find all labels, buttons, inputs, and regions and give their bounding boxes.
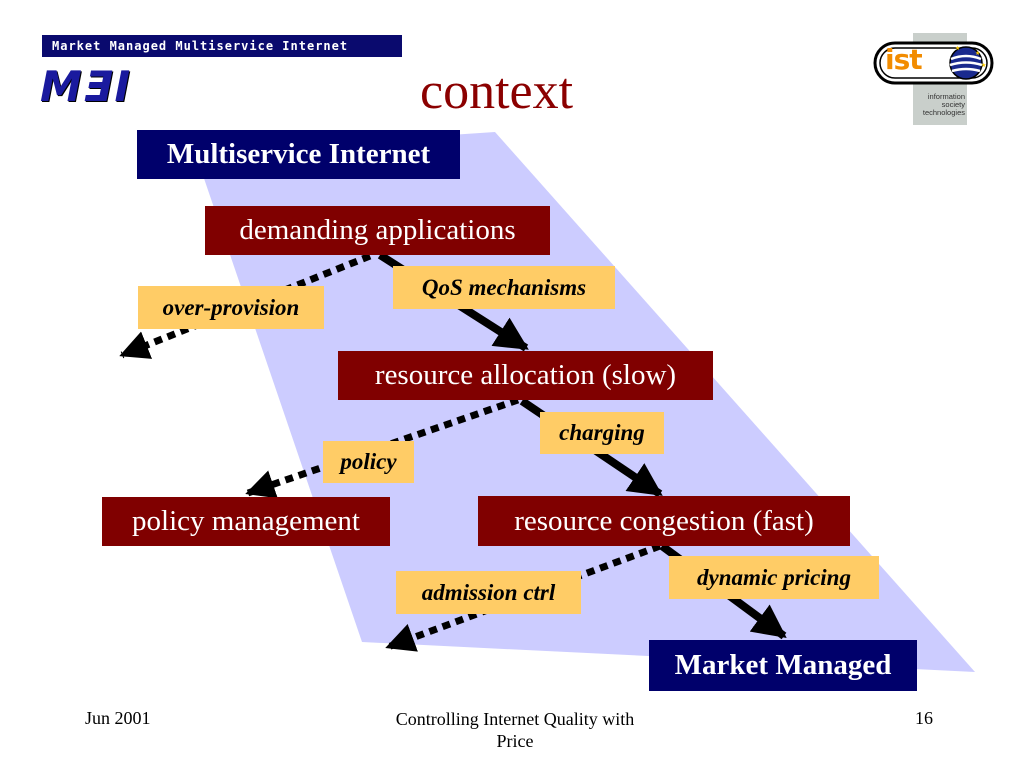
node-policy-management: policy management bbox=[102, 497, 390, 546]
label-over-provision: over-provision bbox=[138, 286, 324, 329]
header-banner: Market Managed Multiservice Internet bbox=[42, 35, 402, 57]
label-dynamic-pricing: dynamic pricing bbox=[669, 556, 879, 599]
ist-caption-line3: technologies bbox=[922, 108, 965, 117]
label-charging: charging bbox=[540, 412, 664, 454]
node-resource-allocation: resource allocation (slow) bbox=[338, 351, 713, 400]
mmi-logo: MƎI bbox=[40, 62, 133, 111]
label-policy: policy bbox=[323, 441, 414, 483]
ist-caption-line1: information bbox=[927, 92, 965, 101]
ist-logo: ★ ★ ★ ist information society technologi… bbox=[873, 33, 999, 129]
label-admission-ctrl: admission ctrl bbox=[396, 571, 581, 614]
footer-title-line1: Controlling Internet Quality with bbox=[395, 709, 635, 729]
node-resource-congestion: resource congestion (fast) bbox=[478, 496, 850, 546]
node-market-managed: Market Managed bbox=[649, 640, 917, 691]
svg-text:★: ★ bbox=[981, 62, 986, 69]
footer-page-number: 16 bbox=[915, 708, 933, 728]
node-demanding-applications: demanding applications bbox=[205, 206, 550, 255]
ist-logo-graphic: ★ ★ ★ bbox=[873, 33, 994, 125]
footer-title: Controlling Internet Quality with Price bbox=[360, 708, 670, 752]
ist-mark: ist bbox=[885, 43, 923, 76]
ist-caption: information society technologies bbox=[915, 93, 965, 117]
node-multiservice-internet: Multiservice Internet bbox=[137, 130, 460, 179]
ist-caption-line2: society bbox=[941, 100, 965, 109]
svg-text:★: ★ bbox=[975, 50, 980, 57]
svg-text:★: ★ bbox=[955, 45, 960, 52]
footer-title-line2: Price bbox=[496, 731, 534, 751]
footer-date: Jun 2001 bbox=[85, 708, 151, 728]
label-qos-mechanisms: QoS mechanisms bbox=[393, 266, 615, 309]
slide-title: context bbox=[420, 63, 574, 120]
